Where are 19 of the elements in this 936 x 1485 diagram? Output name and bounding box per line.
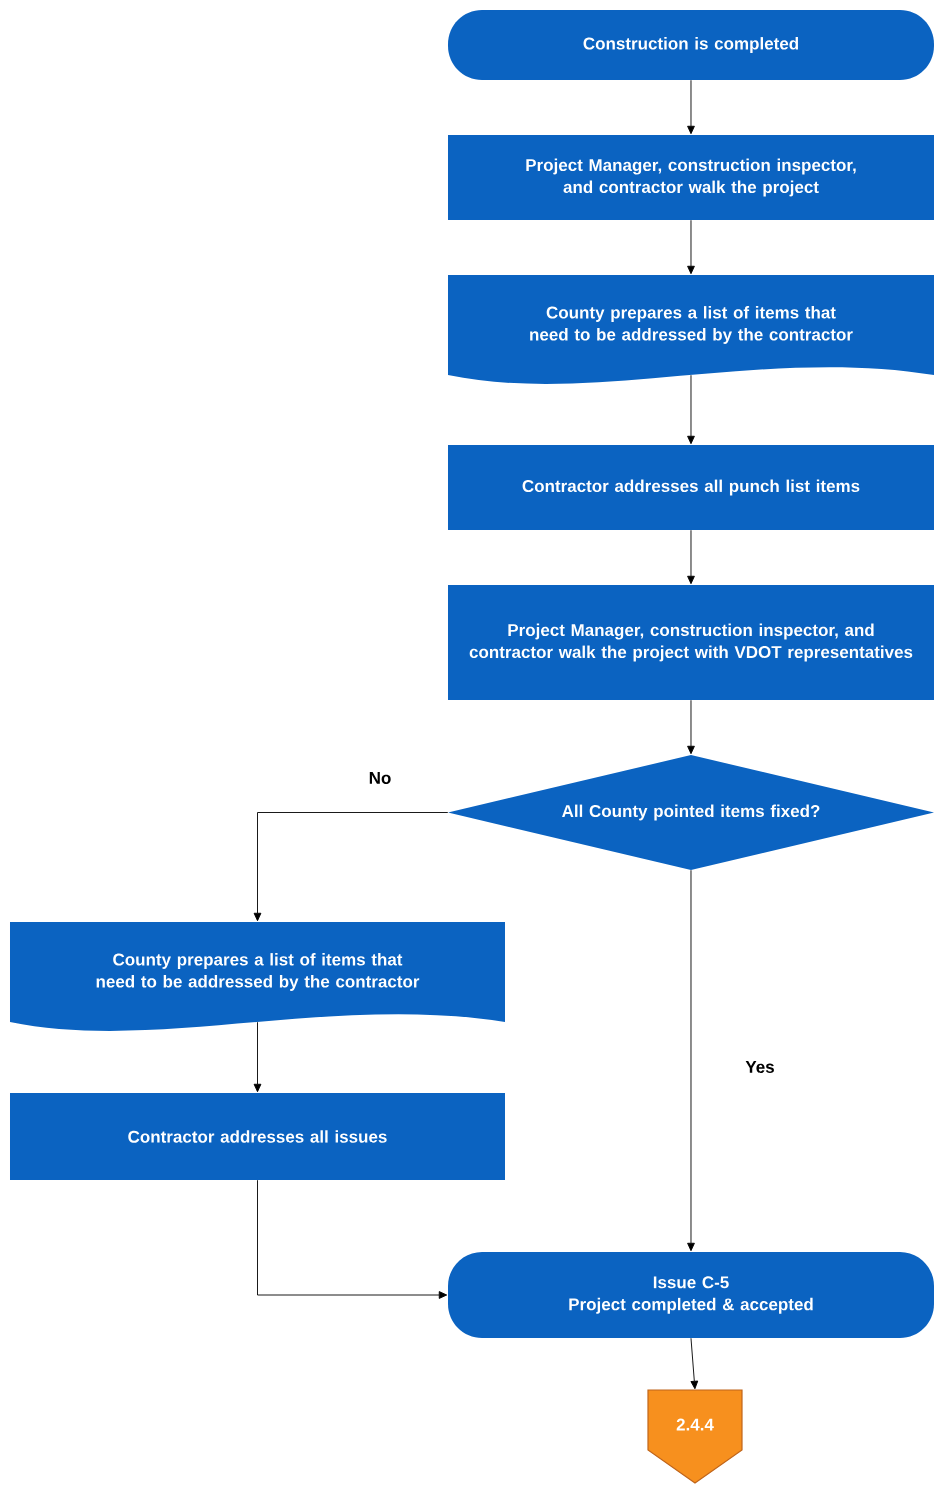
process-box: Contractor addresses all issues — [10, 1093, 505, 1180]
arrow — [687, 699, 695, 755]
edge-label: No — [366, 770, 394, 786]
process-box: Project Manager, construction inspector, and contractor walk the project with VDOT representatives — [448, 585, 934, 700]
arrow — [687, 219, 695, 275]
arrow — [257, 1179, 448, 1299]
edge-label: Yes — [743, 1059, 777, 1075]
arrow — [687, 374, 695, 445]
arrow — [690, 1337, 699, 1390]
terminal-box: Construction is completed — [448, 10, 934, 80]
terminal-box: Issue C-5 Project completed & accepted — [448, 1252, 934, 1338]
arrow — [687, 869, 695, 1252]
arrow — [253, 812, 449, 922]
arrow — [687, 529, 695, 585]
arrow — [253, 1021, 262, 1093]
off-page-connector: 2.4.4 — [647, 1389, 743, 1484]
process-box: Project Manager, construction inspector, and contractor walk the project — [448, 135, 934, 220]
arrow — [687, 79, 695, 135]
process-box: Contractor addresses all punch list items — [448, 445, 934, 530]
